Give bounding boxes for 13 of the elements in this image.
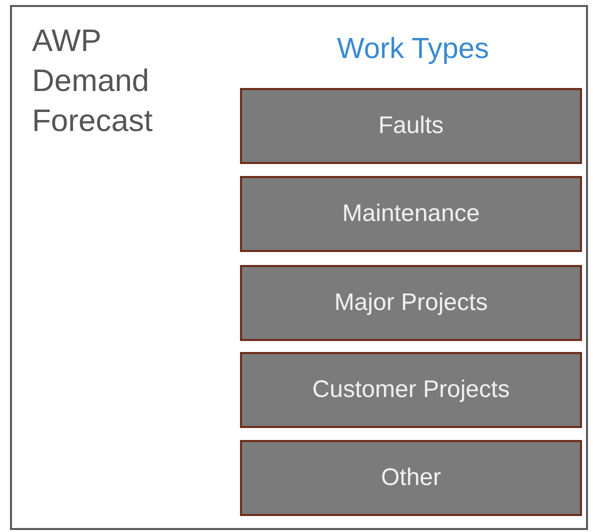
box-label: Customer Projects	[312, 375, 510, 405]
box-label: Maintenance	[342, 199, 480, 229]
heading-text: Work Types	[336, 32, 490, 67]
work-type-box	[240, 440, 582, 516]
box-label: Faults	[378, 111, 444, 141]
work-type-box	[240, 265, 582, 341]
title-text: AWP Demand Forecast	[32, 22, 154, 140]
box-label: Major Projects	[334, 288, 488, 318]
work-type-box	[240, 176, 582, 252]
frame-box	[10, 5, 588, 530]
box-label: Other	[380, 463, 442, 493]
work-type-box	[240, 88, 582, 164]
work-type-box	[240, 352, 582, 428]
